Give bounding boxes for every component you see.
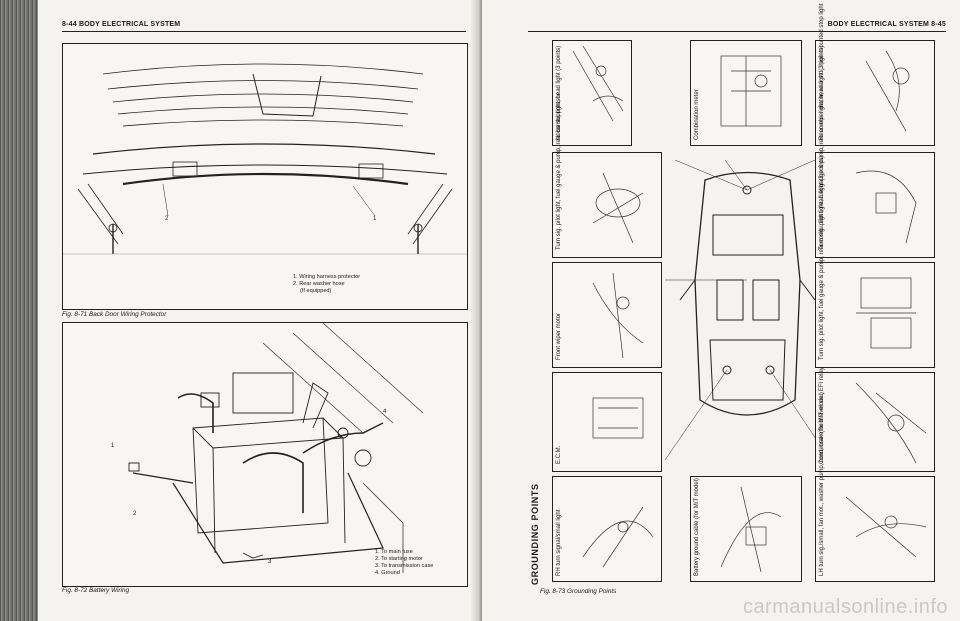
label-rh-turn-signal: RH turn signal/small light (556, 509, 562, 576)
label-front-wiper: Front wiper motor (556, 312, 562, 360)
left-page-header: 8-44 BODY ELECTRICAL SYSTEM (62, 21, 181, 28)
fig-72-panel: 1 2 3 4 1. To main fuse 2. To starting m… (62, 322, 468, 587)
legend-item: 3. To transmission case (375, 563, 434, 569)
ground-box-lh-turn-sig (815, 476, 935, 582)
fig72-callout-3: 3 (268, 559, 272, 565)
ground-box-turn-sig-right-2 (815, 262, 935, 368)
fig72-callout-4: 4 (383, 409, 387, 415)
ground-box-rear-wiper (815, 40, 935, 146)
legend-item: (If equipped) (300, 288, 332, 294)
left-page: 8-44 BODY ELECTRICAL SYSTEM (0, 0, 478, 621)
ground-box-ecm (552, 372, 662, 472)
legend-item: 4. Ground (375, 570, 400, 576)
fig-71-caption: Fig. 8-71 Back Door Wiring Protector (62, 311, 167, 318)
ground-box-condenser (815, 372, 935, 472)
fig71-legend: 1. Wiring harness protector 2. Rear wash… (293, 274, 360, 295)
fig-73-caption: Fig. 8-73 Grounding Points (540, 588, 617, 595)
fig71-callout-2: 2 (165, 216, 169, 222)
ground-box-combination-meter (690, 40, 802, 146)
ground-box-front-wiper (552, 262, 662, 368)
label-turn-sig-right-2: Turn sig. pilot light, fuel gauge & pump… (819, 156, 826, 360)
label-turn-sig-left-1: Turn sig. pilot light, fuel gauge & pump… (556, 46, 563, 250)
watermark-text: carmanualsonline.info (742, 596, 948, 618)
fig-72-caption: Fig. 8-72 Battery Wiring (62, 587, 130, 594)
ground-box-battery-ground (690, 476, 802, 582)
label-combination-meter: Combination meter (694, 89, 700, 140)
legend-item: 1. To main fuse (375, 549, 413, 555)
right-page-header: BODY ELECTRICAL SYSTEM 8-45 (827, 21, 946, 28)
label-battery-ground: Battery ground cable (for M/T model) (694, 478, 700, 576)
label-ecm: E.C.M. (556, 445, 562, 464)
legend-item: 2. Rear washer hose (293, 281, 345, 287)
legend-item: 1. Wiring harness protector (293, 274, 361, 280)
header-rule (62, 31, 466, 32)
ground-box-turn-sig-right-1 (815, 152, 935, 258)
ground-box-turn-sig-left-1 (552, 152, 662, 258)
fig71-callout-1: 1 (373, 216, 377, 222)
back-door-illustration (63, 63, 467, 255)
ground-box-rh-turn-signal (552, 476, 662, 582)
fig72-callout-2: 2 (133, 511, 137, 517)
ground-box-noise-suppressor (552, 40, 632, 146)
label-lh-turn-sig: LH turn sig./small, fan mot., washer pum… (819, 367, 826, 576)
section-title: GROUNDING POINTS (530, 483, 540, 585)
legend-item: 2. To starting motor (375, 556, 423, 562)
header-rule (528, 31, 946, 32)
fig72-legend: 1. To main fuse 2. To starting motor 3. … (375, 549, 433, 577)
battery-wiring-illustration (128, 323, 424, 573)
car-top-view-diagram (665, 160, 830, 460)
fig72-callout-1: 1 (111, 443, 115, 449)
fig-71-panel: 2 1 1. Wiring harness protector 2. Rear … (62, 43, 468, 310)
scanned-page-edge (0, 0, 38, 621)
